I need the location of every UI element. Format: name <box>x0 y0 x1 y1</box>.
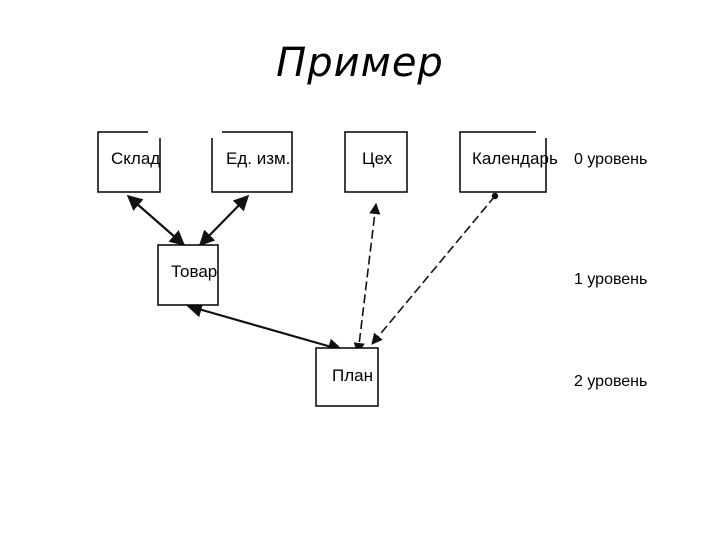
connectors <box>126 192 499 355</box>
edge-edizm-tovar <box>198 194 250 247</box>
edge-tovar-plan <box>186 302 344 354</box>
node-ed-izm: Ед. изм. <box>208 126 293 193</box>
node-tseh: Цех <box>344 131 408 193</box>
node-sklad: Склад <box>97 126 162 193</box>
node-label-tseh: Цех <box>362 149 393 168</box>
edge-sklad-tovar <box>126 194 186 247</box>
level-label-1: 1 уровень <box>574 271 647 288</box>
node-label-ed-izm: Ед. изм. <box>226 149 290 168</box>
node-label-sklad: Склад <box>111 149 160 168</box>
level-label-0: 0 уровень <box>574 151 647 168</box>
node-tovar: Товар <box>157 244 219 306</box>
node-plan: План <box>315 347 379 407</box>
edge-kalendar-plan <box>371 192 499 345</box>
node-label-tovar: Товар <box>171 262 217 281</box>
edge-tseh-plan <box>353 202 381 355</box>
node-label-plan: План <box>332 366 373 385</box>
slide-title: Пример <box>276 40 444 86</box>
node-label-kalendar: Календарь <box>472 149 558 168</box>
node-kalendar: Календарь <box>459 126 558 193</box>
level-label-2: 2 уровень <box>574 373 647 390</box>
